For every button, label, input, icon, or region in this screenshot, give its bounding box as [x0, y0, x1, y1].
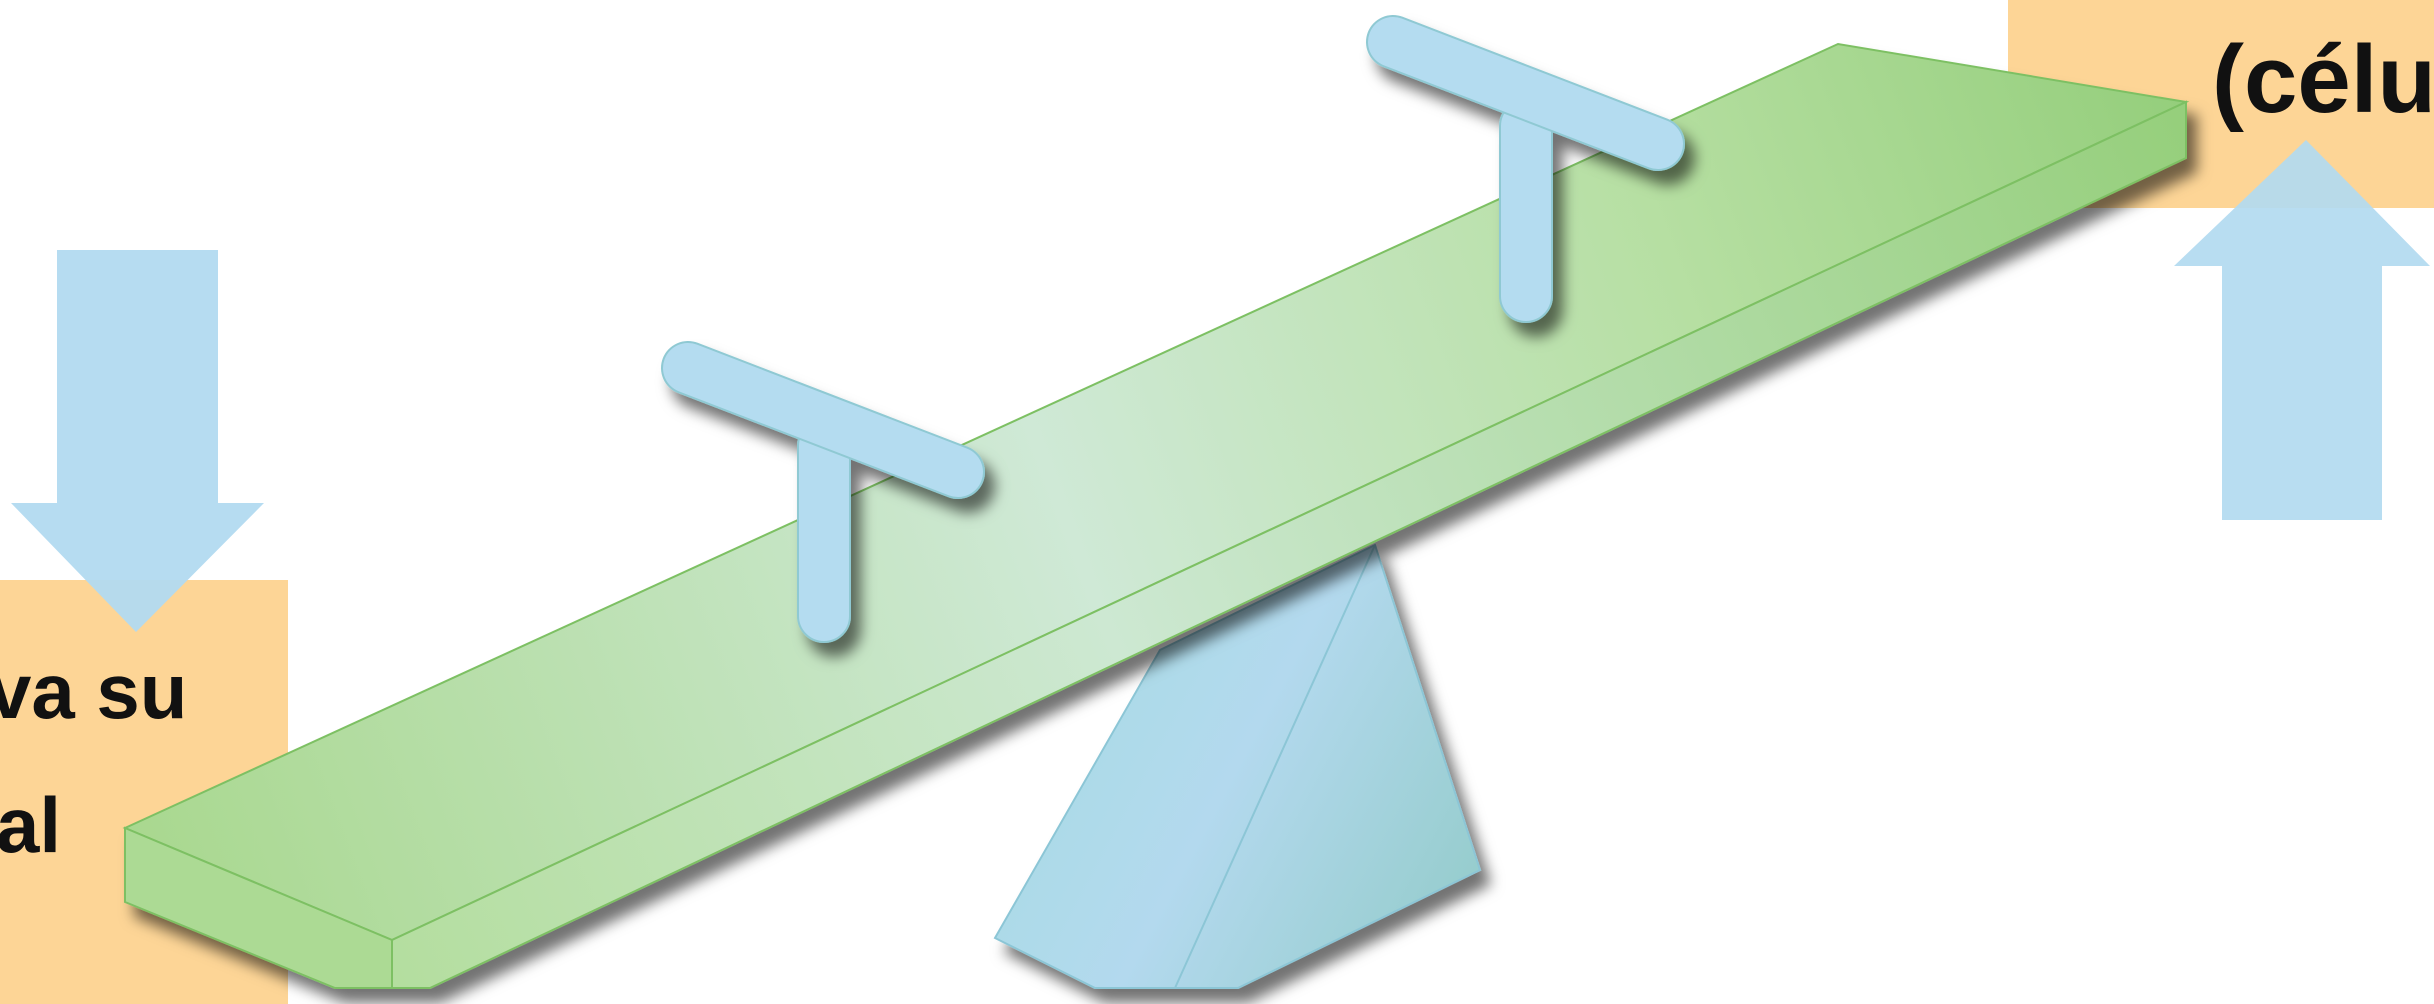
arrow-down-icon: [11, 250, 264, 632]
left-label-line-2: al: [0, 781, 61, 869]
right-label-text: (célul: [2212, 26, 2434, 133]
left-label-line-1: va su: [0, 647, 187, 735]
